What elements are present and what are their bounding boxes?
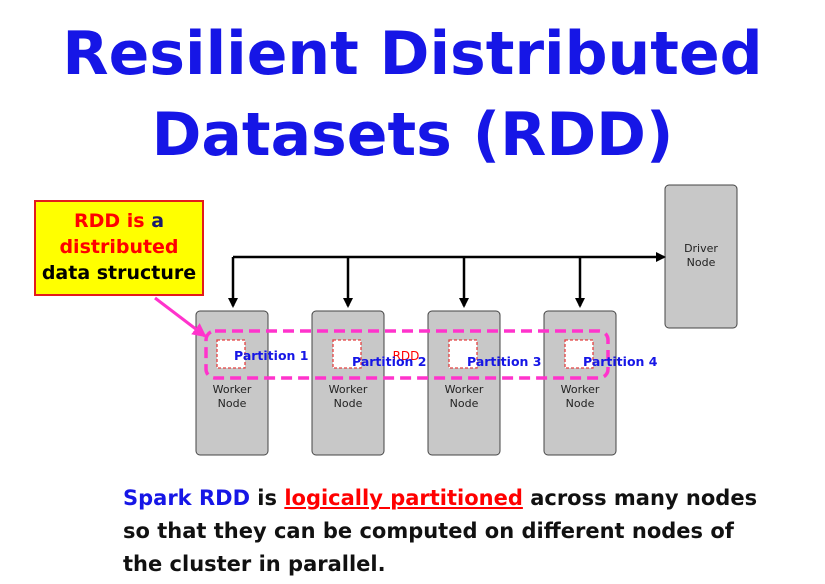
caption-text: Spark RDD is logically partitioned acros…: [123, 482, 813, 581]
partition-block-4: [564, 339, 594, 369]
callout-line-2: distributed: [59, 236, 179, 258]
worker-label-4a: Worker: [561, 383, 600, 396]
worker-label-1a: Worker: [213, 383, 252, 396]
caption-is: is: [250, 486, 285, 510]
partition-block-1: [216, 339, 246, 369]
caption-line-2: so that they can be computed on differen…: [123, 519, 734, 543]
callout-line-1: RDD is a: [36, 208, 202, 234]
callout-line-3: data structure: [41, 262, 197, 284]
callout-pointer-arrow: [154, 296, 207, 338]
rdd-callout-box: RDD is a distributed data structure: [34, 200, 204, 296]
partition-label-3: Partition 3: [467, 354, 541, 369]
caption-rest-1: across many nodes: [522, 486, 758, 510]
caption-logically-partitioned: logically partitioned: [284, 486, 523, 510]
page-title-line-1: Resilient Distributed: [62, 19, 763, 89]
driver-node-label-2: Node: [687, 256, 716, 269]
worker-label-3a: Worker: [445, 383, 484, 396]
partition-label-2: Partition 2: [352, 354, 426, 369]
worker-label-1b: Node: [218, 397, 247, 410]
caption-spark-rdd: Spark RDD: [123, 486, 250, 510]
partition-label-1: Partition 1: [234, 348, 308, 363]
worker-node-4: Worker Node: [543, 310, 617, 456]
callout-rdd-is: RDD is: [73, 210, 145, 232]
worker-node-2: Worker Node: [311, 310, 385, 456]
worker-label-3b: Node: [450, 397, 479, 410]
worker-node-1: Worker Node: [195, 310, 269, 456]
partition-label-4: Partition 4: [583, 354, 658, 369]
worker-node-3: Worker Node: [427, 310, 501, 456]
driver-node-label-1: Driver: [684, 242, 718, 255]
worker-label-2b: Node: [334, 397, 363, 410]
page-title-line-2: Datasets (RDD): [151, 100, 674, 170]
callout-a: a: [151, 210, 165, 232]
caption-line-1: Spark RDD is logically partitioned acros…: [123, 482, 813, 515]
partition-block-2: [332, 339, 362, 369]
caption-line-3: the cluster in parallel.: [123, 552, 386, 576]
rdd-boundary: [204, 329, 610, 380]
worker-label-4b: Node: [566, 397, 595, 410]
worker-label-2a: Worker: [329, 383, 368, 396]
rdd-label: RDD: [393, 349, 420, 363]
partition-block-3: [448, 339, 478, 369]
